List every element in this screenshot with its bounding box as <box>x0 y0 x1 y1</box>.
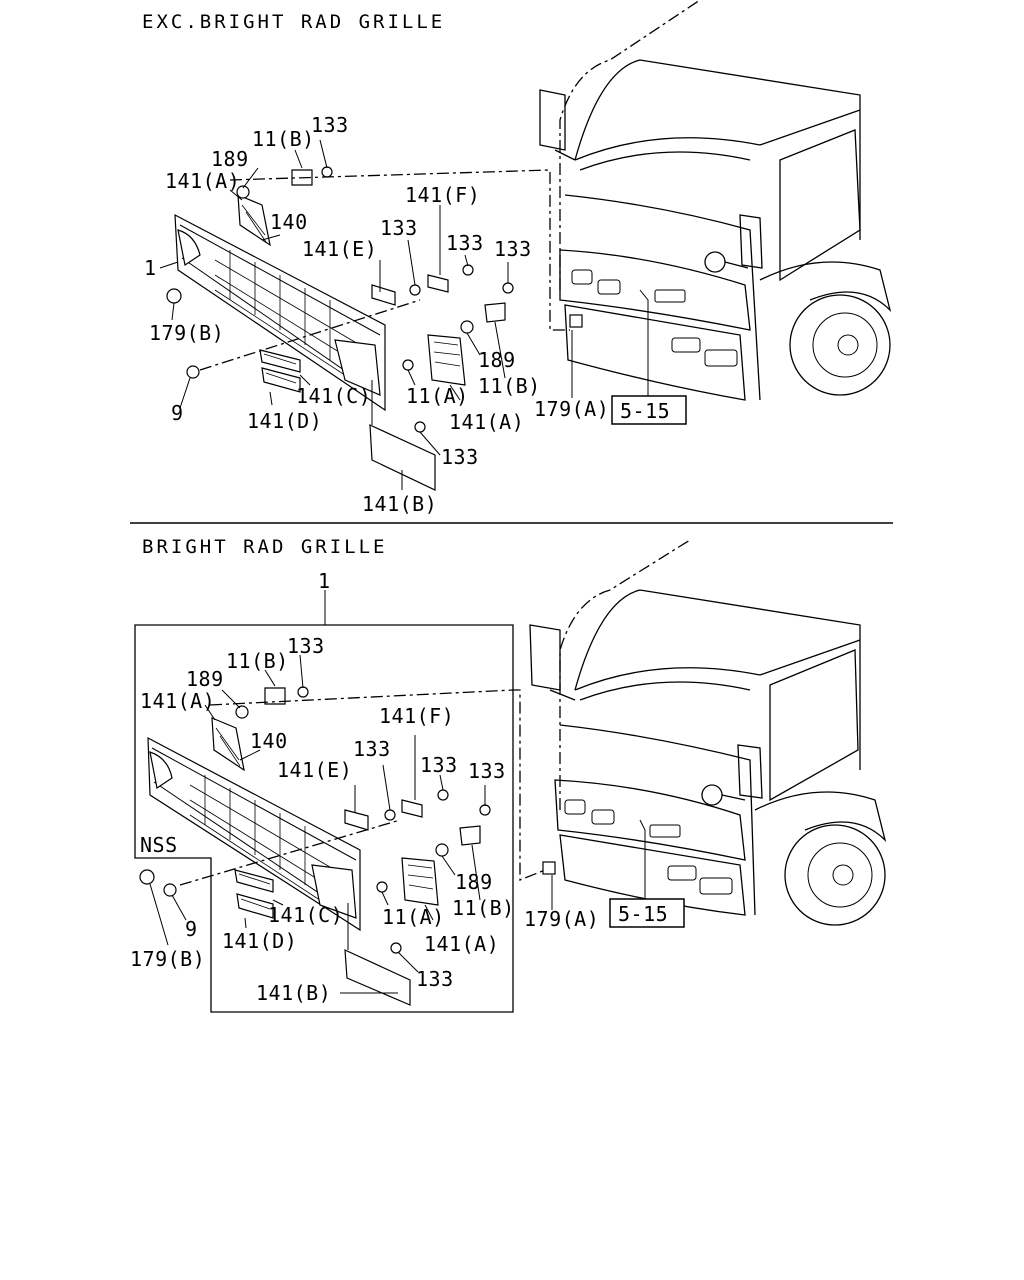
grille-drawing <box>174 213 386 412</box>
label-141b: 141(B) <box>362 492 437 516</box>
label-133-mid: 133 <box>353 737 391 761</box>
label-1: 1 <box>318 569 331 593</box>
label-133-right: 133 <box>494 237 532 261</box>
label-140: 140 <box>270 210 308 234</box>
label-141d: 141(D) <box>222 929 297 953</box>
label-179b: 179(B) <box>149 321 224 345</box>
label-11a: 11(A) <box>382 905 445 929</box>
label-11b-right: 11(B) <box>478 374 541 398</box>
label-11b-top: 11(B) <box>226 649 289 673</box>
lower-leaders <box>149 654 646 994</box>
label-141c: 141(C) <box>268 903 343 927</box>
label-9: 9 <box>185 917 198 941</box>
label-141e: 141(E) <box>277 758 352 782</box>
lower-section-title: BRIGHT RAD GRILLE <box>142 536 387 558</box>
grille-drawing-lower <box>147 736 361 932</box>
upper-section: EXC.BRIGHT RAD GRILLE <box>142 0 892 516</box>
upper-small-parts <box>166 166 583 491</box>
label-141e: 141(E) <box>302 237 377 261</box>
label-133-mid2: 133 <box>420 753 458 777</box>
ref-box <box>611 395 687 425</box>
upper-leaders <box>159 139 649 490</box>
label-9: 9 <box>171 401 184 425</box>
label-189-right: 189 <box>478 348 516 372</box>
label-179a: 179(A) <box>534 397 609 421</box>
label-133-mid: 133 <box>380 216 418 240</box>
label-141f: 141(F) <box>405 183 480 207</box>
truck-cab-drawing-lower <box>529 539 887 926</box>
label-1: 1 <box>144 256 157 280</box>
label-179a: 179(A) <box>524 907 599 931</box>
label-141a-top: 141(A) <box>140 689 215 713</box>
label-141a-bottom: 141(A) <box>424 932 499 956</box>
label-141f: 141(F) <box>379 704 454 728</box>
label-189-right: 189 <box>455 870 493 894</box>
upper-section-title: EXC.BRIGHT RAD GRILLE <box>142 11 445 33</box>
label-133-top: 133 <box>311 113 349 137</box>
label-189-top: 189 <box>186 667 224 691</box>
lower-labels: 1 133 11(B) 189 141(A) 140 141(F) 141(E)… <box>130 569 685 1005</box>
label-nss: NSS <box>140 833 178 857</box>
label-141a-top: 141(A) <box>165 169 240 193</box>
assembly-box <box>134 624 514 1013</box>
label-133-right: 133 <box>468 759 506 783</box>
upper-labels: 133 11(B) 189 141(A) 140 1 141(F) 141(E)… <box>144 113 687 516</box>
label-141a-bottom: 141(A) <box>449 410 524 434</box>
truck-cab-drawing <box>539 0 892 401</box>
label-11b-right: 11(B) <box>452 896 515 920</box>
label-133-top: 133 <box>287 634 325 658</box>
label-141c: 141(C) <box>296 384 371 408</box>
label-11a: 11(A) <box>406 384 469 408</box>
label-141d: 141(D) <box>247 409 322 433</box>
label-133-bottom: 133 <box>416 967 454 991</box>
label-11b-top: 11(B) <box>252 127 315 151</box>
label-141b: 141(B) <box>256 981 331 1005</box>
label-189-top: 189 <box>211 147 249 171</box>
label-179b: 179(B) <box>130 947 205 971</box>
lower-small-parts <box>139 686 556 1006</box>
label-140: 140 <box>250 729 288 753</box>
ref-5-15: 5-15 <box>620 399 670 423</box>
lower-section: BRIGHT RAD GRILLE <box>130 536 887 1013</box>
ref-box-lower <box>609 898 685 928</box>
label-133-bottom: 133 <box>441 445 479 469</box>
label-133-mid2: 133 <box>446 231 484 255</box>
ref-5-15-lower: 5-15 <box>618 902 668 926</box>
